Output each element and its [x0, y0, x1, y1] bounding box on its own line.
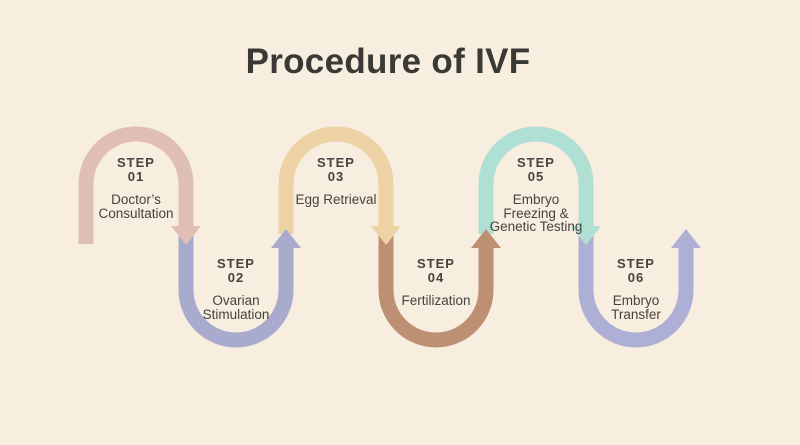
- step-3-number: 03: [327, 169, 345, 184]
- step-1-arch-path: [78, 126, 194, 244]
- step-4-number: 04: [427, 270, 445, 285]
- step-3-word: STEP: [317, 155, 355, 170]
- step-1-arrow-down-icon: [171, 226, 201, 245]
- step-3-arrow-down-icon: [371, 226, 401, 245]
- step-6-shape: [578, 229, 701, 348]
- step-2-number: 02: [227, 270, 245, 285]
- step-1-shape: [78, 126, 201, 245]
- page-title: Procedure of IVF: [245, 42, 531, 81]
- step-6-label: STEP 06 Embryo Transfer: [566, 257, 706, 321]
- step-4-name: Fertilization: [401, 293, 471, 308]
- step-5-shape: [478, 126, 601, 245]
- step-6-number: 06: [627, 270, 645, 285]
- step-4-label: STEP 04 Fertilization: [366, 257, 506, 308]
- step-1-label: STEP 01 Doctor’s Consultation: [66, 156, 206, 220]
- step-6-uturn-path: [578, 233, 694, 348]
- step-5-label: STEP 05 Embryo Freezing & Genetic Testin…: [466, 156, 606, 234]
- step-2-label: STEP 02 Ovarian Stimulation: [166, 257, 306, 321]
- step-4-shape: [378, 229, 501, 348]
- step-5-name: Embryo Freezing & Genetic Testing: [489, 192, 583, 234]
- step-1-number: 01: [127, 169, 145, 184]
- step-1-word: STEP: [117, 155, 155, 170]
- step-3-shape: [278, 126, 401, 245]
- step-5-arrow-down-icon: [571, 226, 601, 245]
- step-2-name: Ovarian Stimulation: [202, 293, 270, 322]
- step-5-number: 05: [527, 169, 545, 184]
- step-2-arrow-up-icon: [271, 229, 301, 248]
- step-5-word: STEP: [517, 155, 555, 170]
- step-6-name: Embryo Transfer: [611, 293, 661, 322]
- step-4-arrow-up-icon: [471, 229, 501, 248]
- step-6-word: STEP: [617, 256, 655, 271]
- step-6-arrow-up-icon: [671, 229, 701, 248]
- step-2-uturn-path: [178, 233, 294, 348]
- step-5-arch-path: [478, 126, 594, 234]
- step-3-name: Egg Retrieval: [295, 192, 377, 207]
- step-1-name: Doctor’s Consultation: [98, 192, 174, 221]
- step-2-shape: [178, 229, 301, 348]
- step-3-arch-path: [278, 126, 394, 234]
- step-3-label: STEP 03 Egg Retrieval: [266, 156, 406, 207]
- step-4-word: STEP: [417, 256, 455, 271]
- step-4-uturn-path: [378, 233, 494, 348]
- step-2-word: STEP: [217, 256, 255, 271]
